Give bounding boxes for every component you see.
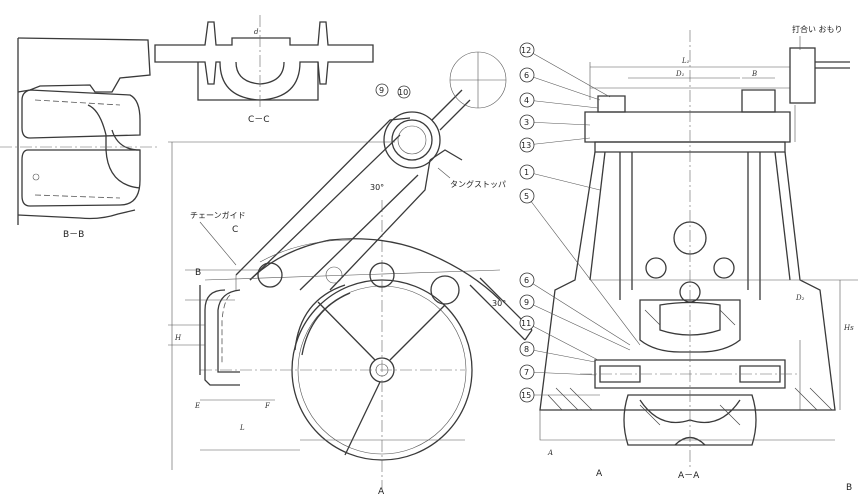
section-c-mark: C [232, 225, 238, 235]
balloon-6: 5 [524, 192, 529, 201]
angle-label: 30° [370, 183, 384, 192]
side-mark: B [846, 483, 852, 493]
tang-stop-label: タングストッパ [450, 179, 506, 189]
balloon-7: 6 [524, 276, 529, 285]
aa-dim-d2: D₂ [795, 294, 805, 302]
angle-label-2: 30° [492, 299, 506, 308]
balloon-10: 8 [524, 345, 529, 354]
balloon-4: 13 [521, 141, 531, 150]
left-balloon-1: 10 [398, 88, 408, 97]
balloon-12: 15 [521, 391, 531, 400]
aa-section-mark: A [596, 469, 603, 479]
balloon-3: 3 [524, 118, 529, 127]
view-side: L H E F チェーンガイド タングストッパ 30° 30° C A B 9 … [168, 51, 533, 497]
bb-label: B－B [63, 230, 84, 240]
left-balloon-0: 9 [379, 86, 384, 95]
balloon-11: 7 [524, 368, 529, 377]
balloon-1: 6 [524, 71, 529, 80]
aa-dim-hs: Hs [843, 324, 854, 332]
view-aa: L₁ D₁ B 打合い おもり [519, 24, 858, 493]
section-b-mark: B [195, 268, 201, 278]
dim-h: H [174, 334, 182, 342]
cc-label: C－C [248, 115, 270, 125]
aa-label: A－A [678, 471, 700, 481]
dim-l: L [239, 424, 245, 432]
fit-note: 打合い おもり [792, 24, 843, 34]
head-ring [383, 111, 441, 169]
chain-guide-label: チェーンガイド [190, 210, 246, 220]
section-a-mark-bottom: A [378, 487, 385, 497]
aa-dim-b: B [751, 70, 757, 78]
aa-dim-a: A [547, 449, 553, 457]
dim-e: E [194, 402, 200, 410]
aa-balloons: 12 6 4 3 13 1 5 6 9 11 8 7 15 [519, 42, 641, 403]
balloon-5: 1 [524, 168, 529, 177]
balloon-0: 12 [521, 46, 531, 55]
balloon-9: 11 [521, 319, 531, 328]
view-bb: B－B [0, 37, 160, 240]
dim-f: F [264, 402, 271, 410]
balloon-2: 4 [524, 96, 529, 105]
balloon-8: 9 [524, 298, 529, 307]
aa-dim-l1: L₁ [681, 57, 690, 65]
aa-dim-d1: D₁ [675, 70, 685, 78]
view-cc: d C－C [154, 15, 374, 125]
cc-dim-d: d [254, 28, 259, 36]
